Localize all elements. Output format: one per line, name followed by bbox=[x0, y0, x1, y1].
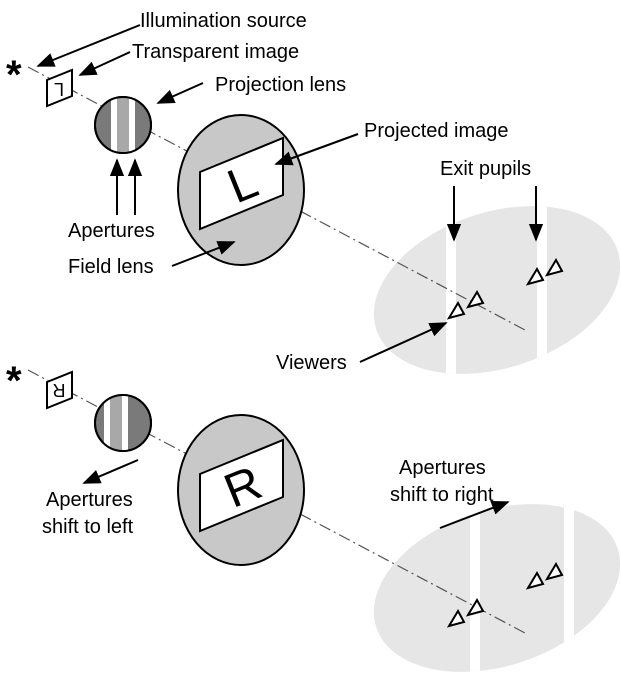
label-apertures: Apertures bbox=[68, 220, 155, 242]
field-lens-top: L bbox=[177, 114, 305, 266]
eye-icon bbox=[544, 561, 564, 581]
eye-icon bbox=[465, 289, 485, 309]
transparent-image-top: L bbox=[46, 68, 73, 108]
arrow-viewers bbox=[359, 322, 448, 363]
svg-text:L: L bbox=[54, 79, 64, 99]
arrow-projection-lens bbox=[156, 82, 204, 104]
viewers-top bbox=[446, 257, 564, 320]
transparent-image-bottom: R bbox=[46, 370, 73, 410]
top-scene: * L L Illu bbox=[6, 10, 621, 400]
label-illumination-source: Illumination source bbox=[140, 10, 307, 32]
label-projected-image: Projected image bbox=[364, 120, 509, 142]
label-transparent-image: Transparent image bbox=[132, 41, 299, 63]
label-viewers: Viewers bbox=[276, 352, 347, 374]
label-projection-lens: Projection lens bbox=[215, 74, 346, 96]
label-apertures-shift-right-1: Apertures bbox=[399, 457, 486, 479]
projection-lens-bottom bbox=[94, 394, 152, 452]
label-apertures-shift-left-2: shift to left bbox=[42, 516, 134, 538]
exit-pupils-top bbox=[373, 176, 621, 400]
arrow-apertures-shift-right bbox=[439, 501, 510, 529]
label-apertures-shift-left-1: Apertures bbox=[46, 489, 133, 511]
label-apertures-shift-right-2: shift to right bbox=[390, 484, 494, 506]
arrow-field-lens bbox=[171, 241, 236, 267]
illumination-source-star-bottom: * bbox=[6, 359, 22, 403]
svg-text:R: R bbox=[53, 380, 66, 400]
viewers-bottom bbox=[446, 561, 564, 628]
arrow-illumination-source bbox=[36, 24, 141, 67]
label-exit-pupils: Exit pupils bbox=[440, 158, 531, 180]
eye-icon bbox=[446, 608, 466, 628]
eye-icon bbox=[544, 257, 564, 277]
arrow-transparent-image bbox=[78, 51, 131, 76]
illumination-source-star: * bbox=[6, 53, 22, 97]
arrow-apertures-shift-left bbox=[82, 459, 139, 484]
arrow-projected-image bbox=[274, 133, 359, 166]
projected-image-bottom bbox=[199, 438, 284, 533]
eye-icon bbox=[465, 597, 485, 617]
label-field-lens: Field lens bbox=[68, 256, 154, 278]
eye-icon bbox=[446, 300, 466, 320]
field-lens-bottom: R bbox=[177, 414, 305, 566]
exit-pupils-bottom bbox=[373, 474, 621, 681]
projection-lens-top bbox=[94, 96, 152, 154]
eye-icon bbox=[525, 266, 545, 286]
projected-image-top bbox=[199, 136, 284, 231]
bottom-scene: * R R Apertures shift to l bbox=[6, 359, 621, 681]
eye-icon bbox=[525, 570, 545, 590]
